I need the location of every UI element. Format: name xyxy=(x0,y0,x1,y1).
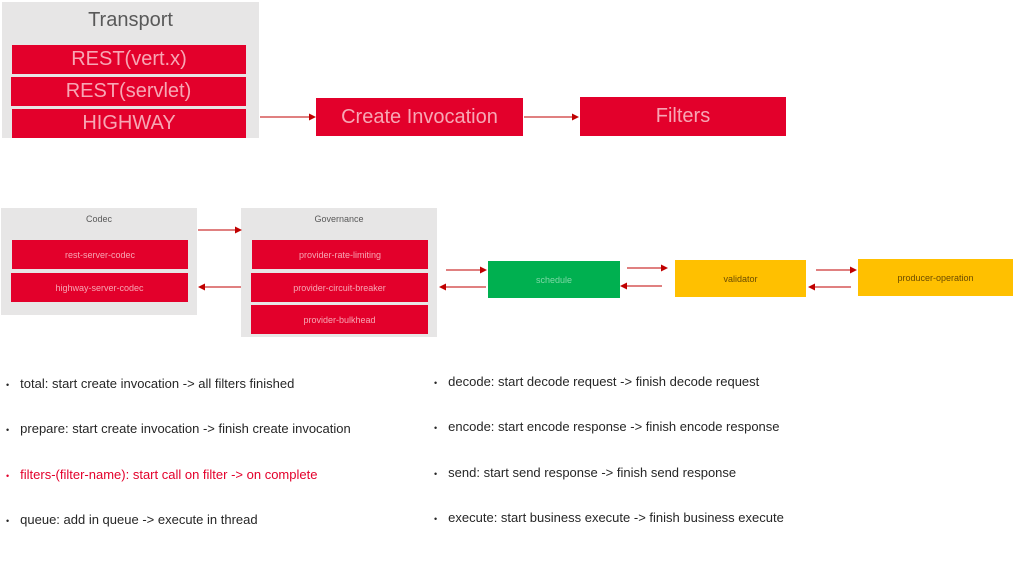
bullet-decode: • decode: start decode request -> finish … xyxy=(434,374,759,389)
bullet-marker: • xyxy=(6,515,10,526)
bullet-send-text: send: start send response -> finish send… xyxy=(448,465,737,480)
bullet-encode: • encode: start encode response -> finish… xyxy=(434,419,780,434)
bullet-marker: • xyxy=(6,424,10,435)
bullet-decode-text: decode: start decode request -> finish d… xyxy=(448,374,760,389)
filters-box: Filters xyxy=(580,97,786,136)
governance-item-bulkhead: provider-bulkhead xyxy=(251,305,428,334)
create-invocation-box: Create Invocation xyxy=(316,98,523,136)
bullet-marker: • xyxy=(434,377,438,388)
transport-item-rest-vertx: REST(vert.x) xyxy=(12,45,246,74)
bullet-marker: • xyxy=(6,470,10,481)
bullet-marker: • xyxy=(434,468,438,479)
codec-item-highway-server-codec: highway-server-codec xyxy=(11,273,188,302)
bullet-total: • total: start create invocation -> all f… xyxy=(6,376,294,391)
bullet-marker: • xyxy=(434,513,438,524)
bullet-marker: • xyxy=(6,379,10,390)
governance-item-circuit-breaker: provider-circuit-breaker xyxy=(251,273,428,302)
producer-operation-box: producer-operation xyxy=(858,259,1013,296)
bullet-total-text: total: start create invocation -> all fi… xyxy=(20,376,295,391)
governance-item-rate-limiting: provider-rate-limiting xyxy=(252,240,428,269)
bullet-marker: • xyxy=(434,422,438,433)
bullet-send: • send: start send response -> finish sen… xyxy=(434,465,736,480)
bullet-prepare: • prepare: start create invocation -> fin… xyxy=(6,421,351,436)
bullet-queue: • queue: add in queue -> execute in threa… xyxy=(6,512,258,527)
transport-title: Transport xyxy=(88,9,173,31)
bullet-execute-text: execute: start business execute -> finis… xyxy=(448,510,784,525)
bullet-prepare-text: prepare: start create invocation -> fini… xyxy=(20,421,351,436)
bullet-execute: • execute: start business execute -> fini… xyxy=(434,510,784,525)
schedule-box: schedule xyxy=(488,261,620,298)
governance-title: Governance xyxy=(314,214,364,224)
transport-item-highway: HIGHWAY xyxy=(12,109,246,138)
bullet-filters-text: filters-(filter-name): start call on fil… xyxy=(20,467,318,482)
transport-item-rest-servlet: REST(servlet) xyxy=(11,77,246,106)
bullet-queue-text: queue: add in queue -> execute in thread xyxy=(20,512,258,527)
codec-item-rest-server-codec: rest-server-codec xyxy=(12,240,188,269)
bullet-encode-text: encode: start encode response -> finish … xyxy=(448,419,780,434)
validator-box: validator xyxy=(675,260,806,297)
bullet-filters: • filters-(filter-name): start call on fi… xyxy=(6,467,317,482)
codec-title: Codec xyxy=(85,214,112,224)
